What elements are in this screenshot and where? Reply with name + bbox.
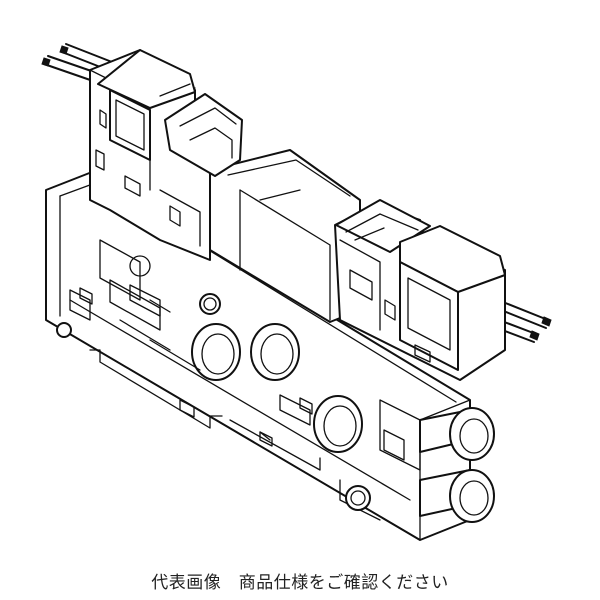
port-seals bbox=[191, 293, 363, 453]
mounting-hardware bbox=[79, 287, 313, 447]
representative-image-caption: 代表画像 商品仕様をご確認ください bbox=[151, 573, 449, 593]
right-solenoid bbox=[334, 199, 506, 381]
solenoid-valve-manifold-drawing bbox=[41, 43, 552, 541]
push-in-fittings bbox=[419, 407, 495, 523]
left-solenoid bbox=[89, 49, 243, 261]
